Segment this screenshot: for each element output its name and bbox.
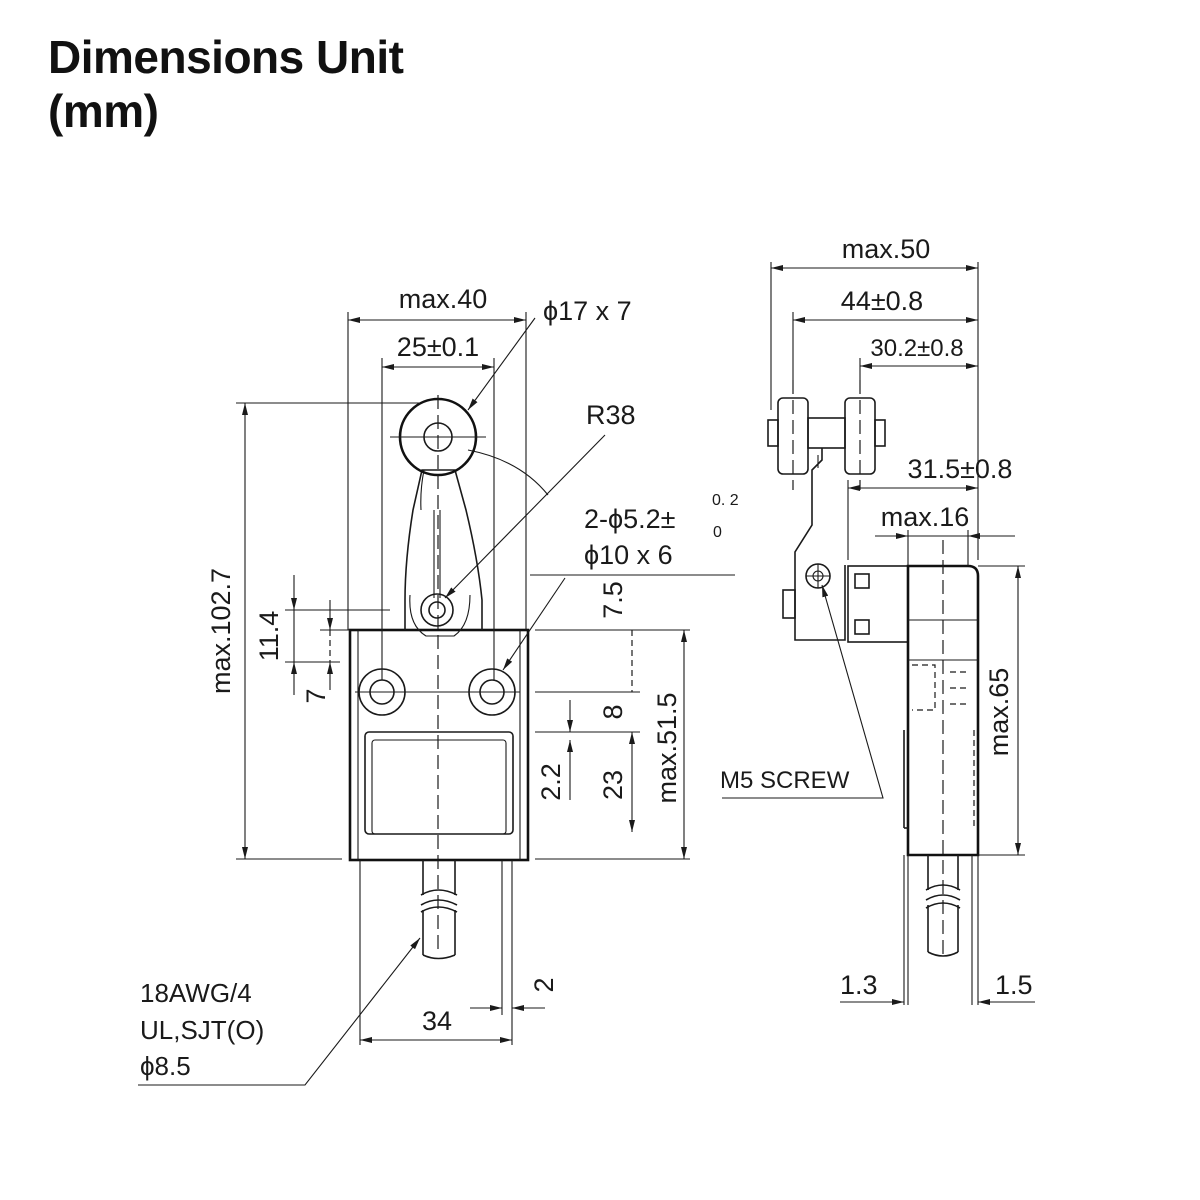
- m5-screw-label: M5 SCREW: [720, 767, 850, 794]
- dim-31-5-label: 31.5±0.8: [908, 454, 1013, 484]
- holes-tol-upper: 0. 2: [712, 492, 739, 509]
- front-max-width-label: max.40: [399, 284, 488, 314]
- dim-7-label: 7: [301, 688, 331, 703]
- body-width-label: 34: [422, 1006, 452, 1036]
- radius-label: R38: [586, 400, 636, 430]
- cable-spec-line-3: ϕ8.5: [140, 1051, 191, 1081]
- front-view: max.40 25±0.1 ϕ17 x 7 R38 2-ϕ5.2± 0. 2 0…: [138, 284, 739, 1086]
- cable-spec-line-2: UL,SJT(O): [140, 1015, 264, 1045]
- max-body-label: max.51.5: [652, 692, 682, 803]
- page-title: Dimensions Unit (mm): [48, 30, 404, 138]
- title-line-2: (mm): [48, 85, 159, 137]
- roller-size-label: ϕ17 x 7: [543, 296, 632, 326]
- boss-label: ϕ10 x 6: [584, 540, 673, 570]
- max-65-label: max.65: [984, 668, 1014, 757]
- holes-label: 2-ϕ5.2±: [584, 504, 675, 534]
- holes-tol-lower: 0: [713, 524, 722, 541]
- lever-arm: [404, 469, 483, 637]
- side-lever-arm: [782, 448, 846, 641]
- side-max-width-label: max.50: [842, 234, 931, 264]
- dim-2-2-label: 2.2: [536, 763, 566, 801]
- side-view: max.50 44±0.8 30.2±0.8 31.5±0.8 max.16 m…: [720, 234, 1035, 1005]
- dim-44-label: 44±0.8: [841, 286, 923, 316]
- dim-30-2-label: 30.2±0.8: [870, 335, 963, 362]
- max-height-label: max.102.7: [206, 568, 236, 694]
- switch-body: [348, 628, 530, 862]
- dim-1-5-label: 1.5: [995, 970, 1033, 1000]
- max-16-label: max.16: [881, 502, 970, 532]
- dim-7-5-label: 7.5: [598, 581, 628, 619]
- mount-pitch-label: 25±0.1: [397, 332, 479, 362]
- dim-1-3-label: 1.3: [840, 970, 878, 1000]
- side-cable: [925, 855, 961, 957]
- pivot-boss: [420, 593, 454, 627]
- cable: [420, 860, 458, 960]
- title-line-1: Dimensions Unit: [48, 31, 404, 83]
- side-body: [847, 540, 980, 960]
- side-roller: [767, 380, 886, 490]
- dim-23-label: 23: [598, 770, 628, 800]
- dim-2-label: 2: [529, 977, 559, 992]
- dim-11-4-label: 11.4: [254, 611, 284, 662]
- cable-spec-line-1: 18AWG/4: [140, 978, 252, 1008]
- dim-8-label: 8: [598, 704, 628, 719]
